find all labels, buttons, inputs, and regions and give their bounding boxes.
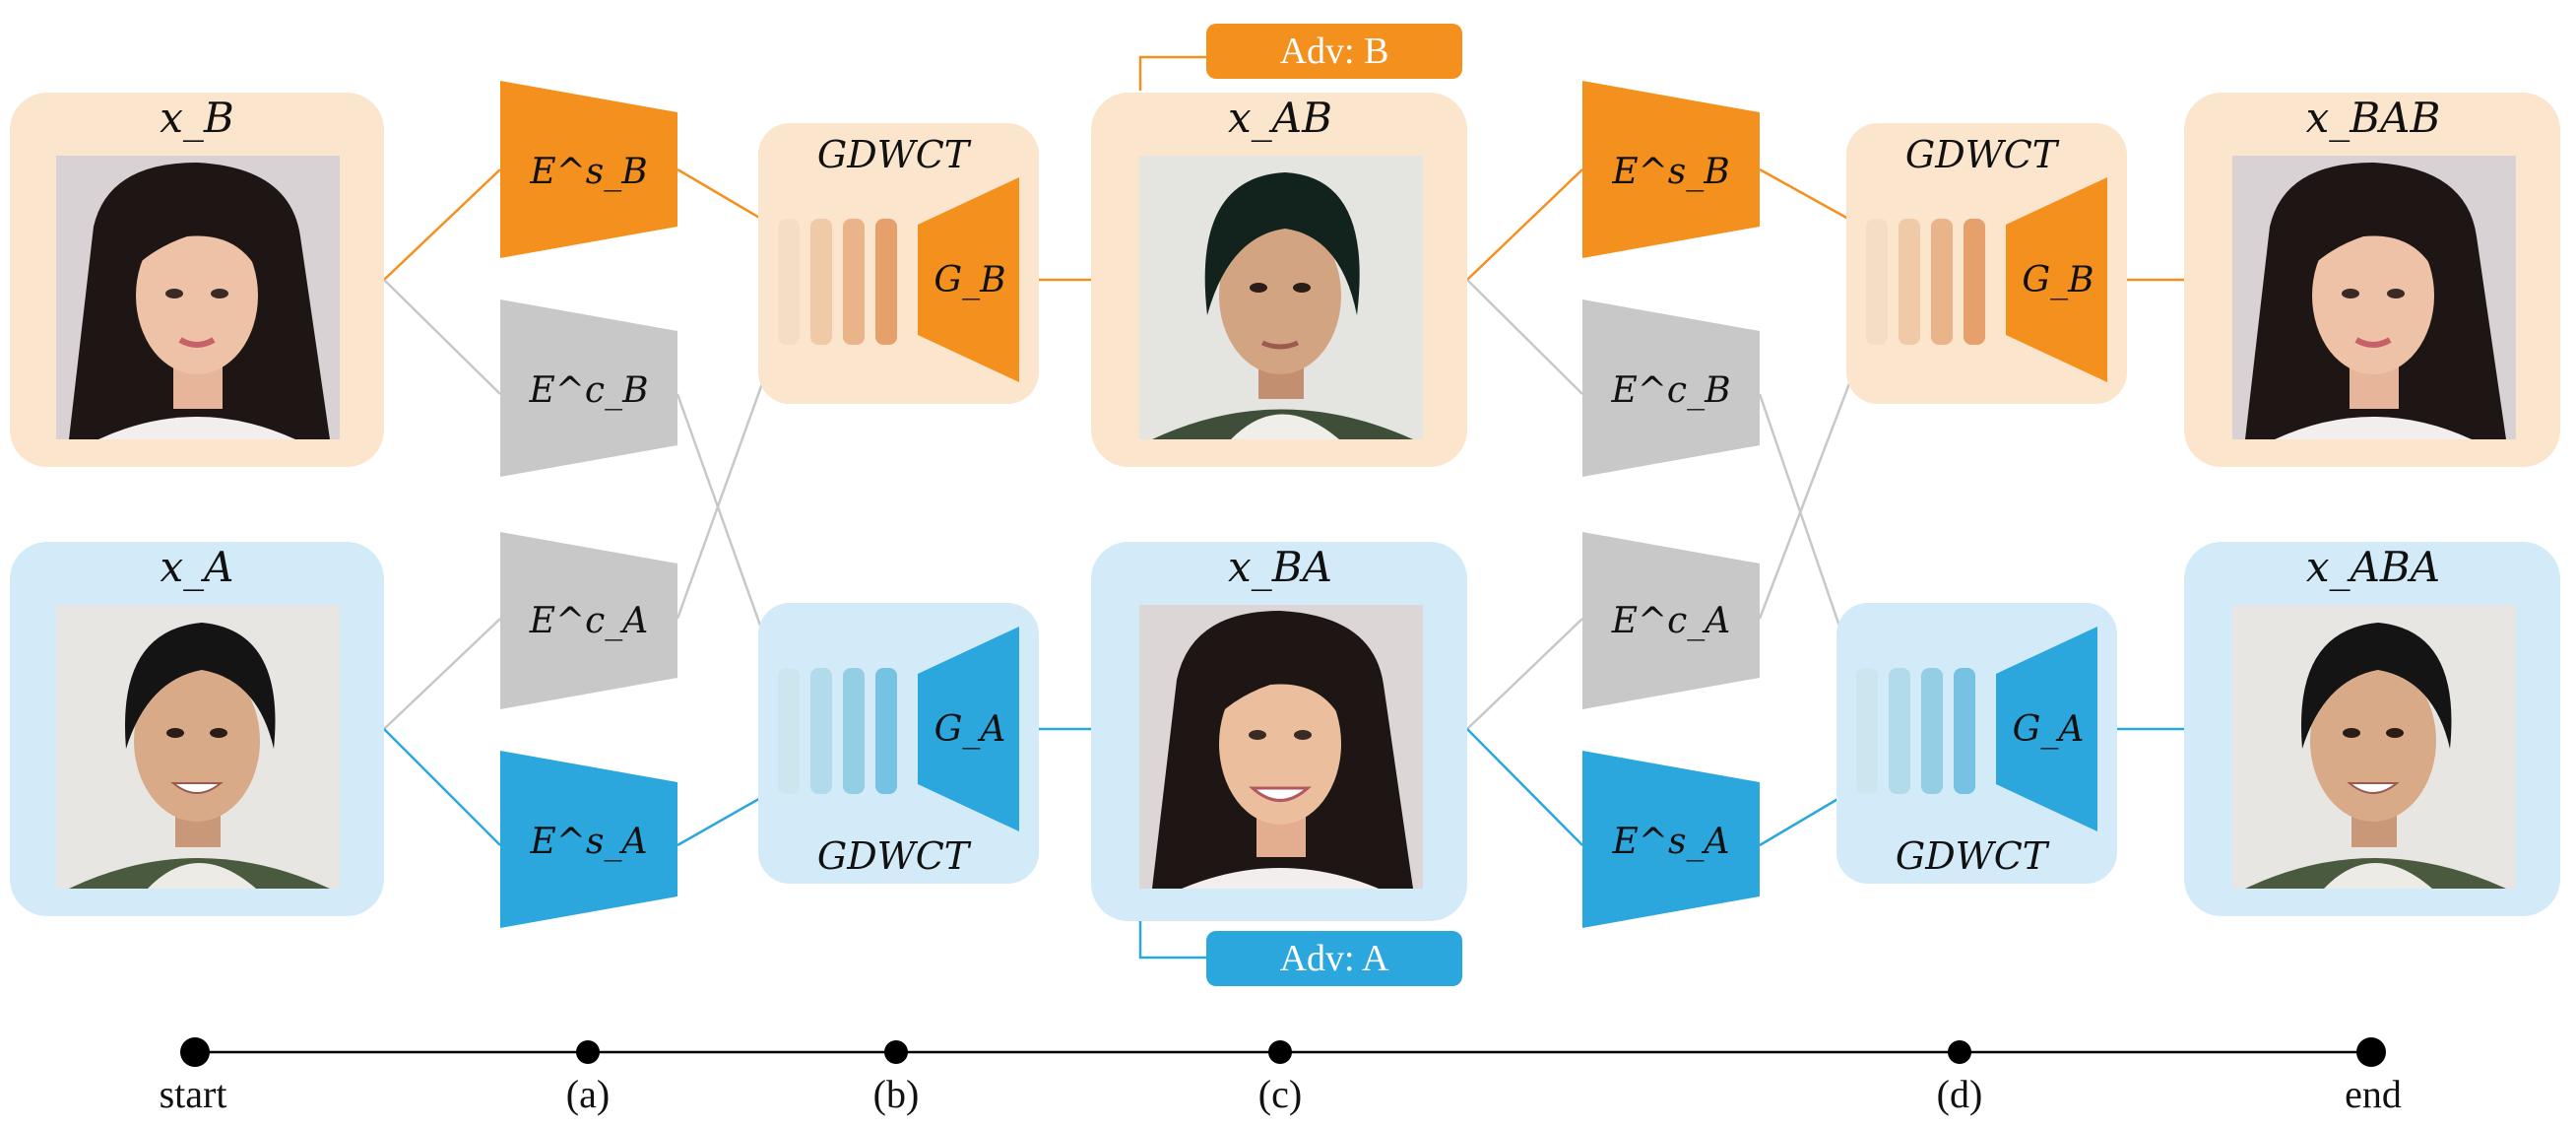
image-label-x-a: x_A: [160, 543, 233, 591]
encoder-style-b-2: E^s_B: [1582, 81, 1760, 258]
encoder-style-b-2-label: E^s_B: [1611, 152, 1729, 192]
encoder-content-b: E^c_B: [500, 299, 677, 477]
encoder-style-a-label: E^s_A: [530, 822, 648, 862]
edge-xa-to-eca: [383, 618, 501, 730]
encoder-style-b: E^s_B: [500, 81, 677, 258]
gdwct-block-b-2-title: GDWCT: [1905, 133, 2060, 176]
edge-xba-to-esa2: [1466, 728, 1583, 846]
edge-xab-to-esb2: [1466, 168, 1583, 281]
edge-xb-to-ecb: [383, 279, 501, 395]
edge-eca-to-gdwct-b: [676, 339, 780, 620]
timeline-label-c: (c): [1258, 1072, 1302, 1116]
encoder-content-a-2-label: E^c_A: [1611, 601, 1731, 641]
man-portrait-image: [56, 605, 340, 889]
edge-eca2-to-gdwct-b2: [1758, 339, 1868, 620]
encoder-content-a-2: E^c_A: [1582, 532, 1760, 709]
man-portrait-translated-image: [1139, 156, 1423, 439]
adversarial-badge-b: Adv: B: [1206, 24, 1462, 79]
timeline-label-a: (a): [566, 1072, 610, 1116]
gdwct-block-b-2: GDWCT G_B: [1846, 123, 2127, 404]
gdwct-block-b-title: GDWCT: [817, 133, 972, 176]
edge-xab-to-ecb2: [1466, 279, 1583, 395]
image-panel-x-aba: x_ABA: [2184, 542, 2560, 916]
timeline-label-start: start: [160, 1072, 227, 1116]
image-label-x-bab: x_BAB: [2306, 94, 2441, 142]
generator-a-2-label: G_A: [2013, 709, 2085, 750]
adversarial-badge-b-label: Adv: B: [1280, 31, 1389, 72]
image-panel-x-bab: x_BAB: [2184, 93, 2560, 467]
adversarial-badge-a: Adv: A: [1206, 931, 1462, 986]
edge-xba-to-eca2: [1466, 618, 1583, 730]
timeline-dot-end: [2356, 1037, 2386, 1067]
adversarial-badge-a-label: Adv: A: [1280, 938, 1389, 979]
image-label-x-aba: x_ABA: [2306, 543, 2440, 591]
encoder-content-a-label: E^c_A: [529, 601, 649, 641]
generator-b-2-label: G_B: [2022, 260, 2093, 300]
gdwct-block-a-2: G_A GDWCT: [1836, 603, 2117, 884]
encoder-style-a: E^s_A: [500, 751, 677, 928]
image-label-x-b: x_B: [160, 94, 234, 142]
edge-xa-to-esa: [383, 728, 501, 846]
image-panel-x-a: x_A: [10, 542, 384, 916]
edge-adv-b: [1138, 55, 1209, 91]
timeline-label-b: (b): [873, 1072, 920, 1116]
encoder-content-b-2: E^c_B: [1582, 299, 1760, 477]
connection-lines: [383, 55, 2184, 960]
timeline-dot-d: [1948, 1040, 1971, 1064]
woman-portrait-image: [56, 156, 340, 439]
gdwct-block-a: G_A GDWCT: [758, 603, 1039, 884]
image-panel-x-b: x_B: [10, 93, 384, 467]
timeline-dot-b: [884, 1040, 908, 1064]
image-label-x-ab: x_AB: [1228, 94, 1332, 142]
woman-portrait-translated-image: [1139, 605, 1423, 889]
edge-xb-to-esb: [383, 168, 501, 281]
timeline-dot-start: [180, 1037, 210, 1067]
timeline-label-end: end: [2345, 1072, 2402, 1116]
image-panel-x-ab: x_AB: [1091, 93, 1467, 467]
image-panel-x-ba: x_BA: [1091, 542, 1467, 921]
generator-b-label: G_B: [934, 260, 1005, 300]
encoder-style-a-2-label: E^s_A: [1612, 822, 1730, 862]
timeline-dot-a: [576, 1040, 600, 1064]
encoder-style-a-2: E^s_A: [1582, 751, 1760, 928]
edge-adv-a: [1138, 921, 1209, 960]
image-label-x-ba: x_BA: [1228, 543, 1332, 591]
gdwct-block-a-2-title: GDWCT: [1896, 834, 2050, 878]
timeline-dot-c: [1268, 1040, 1292, 1064]
man-portrait-reconstructed-image: [2232, 605, 2516, 889]
encoder-style-b-label: E^s_B: [529, 152, 647, 192]
encoder-content-b-label: E^c_B: [528, 370, 648, 411]
encoder-content-b-2-label: E^c_B: [1610, 370, 1730, 411]
woman-portrait-reconstructed-image: [2232, 156, 2516, 439]
gdwct-block-b: GDWCT G_B: [758, 123, 1039, 404]
timeline: start (a) (b) (c) (d) end: [160, 1037, 2402, 1116]
timeline-label-d: (d): [1937, 1072, 1983, 1116]
generator-a-label: G_A: [934, 709, 1006, 750]
gdwct-block-a-title: GDWCT: [817, 834, 972, 878]
encoder-content-a: E^c_A: [500, 532, 677, 709]
